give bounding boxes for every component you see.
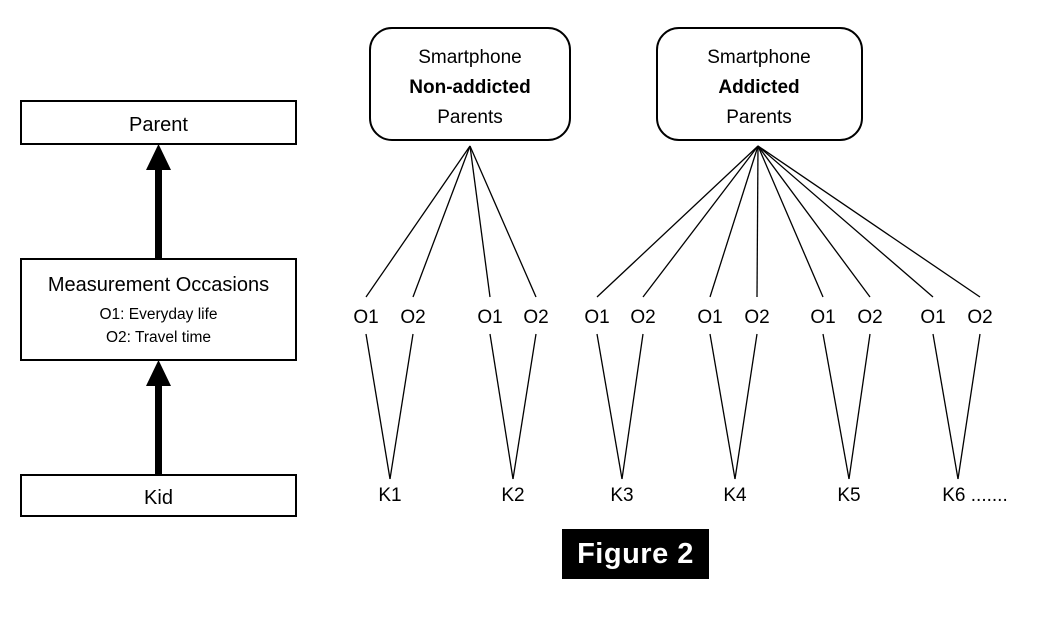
measurement-occasions-label: Measurement Occasions [48,274,269,296]
addicted-kid-lines [596,333,981,480]
occasion-label: O1 [477,307,502,328]
kid-box [20,474,297,517]
kid-label: K5 [837,485,860,506]
addicted-group: Smartphone Addicted Parents O1 O2 O1 O2 … [584,27,1008,506]
arrow-head-up-icon [146,144,171,170]
occasion-label: O1 [920,307,945,328]
kid-box-group: Kid [20,474,297,517]
occasion-label: O2 [967,307,992,328]
arrow-head-up-icon-2 [146,360,171,386]
non-addicted-line1: Smartphone [418,47,522,68]
occasion-label: O2 [857,307,882,328]
figure-caption-box: Figure 2 [562,529,709,579]
non-addicted-line2: Non-addicted [409,77,530,98]
non-addicted-kid-lines [365,333,537,480]
occasion-label: O1 [353,307,378,328]
occasion-o1-description: O1: Everyday life [99,306,217,323]
non-addicted-line3: Parents [437,107,502,128]
addicted-fan-lines [596,145,981,298]
addicted-parents-box [656,27,863,141]
kid-box-label: Kid [144,487,173,509]
kid-label: K6 ....... [942,485,1007,506]
kid-label: K1 [378,485,401,506]
parent-box-group: Parent [20,100,297,145]
non-addicted-parents-box [369,27,571,141]
kid-label: K2 [501,485,524,506]
measurement-occasions-box-group: Measurement Occasions O1: Everyday life … [20,258,297,361]
parent-box [20,100,297,145]
arrow-kid-to-occasions [146,360,171,474]
arrow-occasions-to-parent [146,144,171,258]
occasion-label: O2 [744,307,769,328]
occasion-label: O2 [630,307,655,328]
occasion-label: O1 [584,307,609,328]
non-addicted-group: Smartphone Non-addicted Parents O1 O2 O1… [353,27,571,506]
addicted-line2: Addicted [718,77,799,98]
parent-box-label: Parent [129,114,188,136]
figure-caption-text: Figure 2 [577,537,694,570]
measurement-occasions-box [20,258,297,361]
non-addicted-fan-lines [365,145,537,298]
kid-label: K4 [723,485,747,506]
occasion-label: O2 [400,307,425,328]
occasion-label: O2 [523,307,548,328]
addicted-line3: Parents [726,107,791,128]
addicted-line1: Smartphone [707,47,811,68]
occasion-o2-description: O2: Travel time [106,329,211,346]
kid-label: K3 [610,485,633,506]
occasion-label: O1 [810,307,835,328]
occasion-label: O1 [697,307,722,328]
